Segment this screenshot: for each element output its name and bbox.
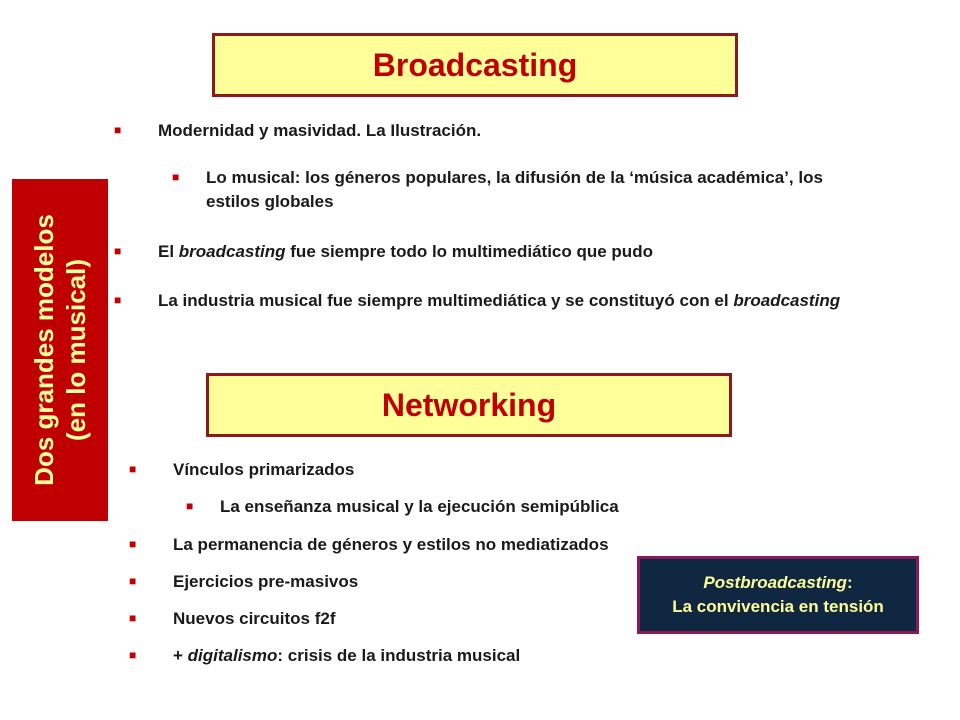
broadcasting-bullet-1: Modernidad y masividad. La Ilustración. [158,119,858,143]
square-bullet-icon [129,458,136,480]
square-bullet-icon [129,607,136,629]
broadcasting-title: Broadcasting [212,33,738,97]
square-bullet-icon [129,533,136,555]
side-label-line1: Dos grandes modelos [29,214,59,486]
square-bullet-icon [114,240,121,262]
side-label-line2: (en lo musical) [61,258,91,442]
broadcasting-title-text: Broadcasting [372,46,578,83]
side-label: Dos grandes modelos (en lo musical) [28,214,92,486]
networking-title: Networking [206,373,732,437]
square-bullet-icon [129,644,136,666]
postbroadcasting-note: Postbroadcasting: La convivencia en tens… [637,556,919,634]
networking-title-text: Networking [381,386,557,423]
networking-bullet-4: Ejercicios pre-masivos [173,570,623,594]
networking-bullet-2: La enseñanza musical y la ejecución semi… [220,495,820,519]
square-bullet-icon [172,166,179,188]
networking-bullet-3: La permanencia de géneros y estilos no m… [173,533,773,557]
square-bullet-icon [186,495,193,517]
side-label-panel [12,179,108,521]
note-line1: Postbroadcasting: [703,573,853,592]
broadcasting-bullet-4: La industria musical fue siempre multime… [158,289,858,313]
square-bullet-icon [129,570,136,592]
square-bullet-icon [114,289,121,311]
square-bullet-icon [114,119,121,141]
networking-bullet-5: Nuevos circuitos f2f [173,607,623,631]
broadcasting-bullet-2: Lo musical: los géneros populares, la di… [206,166,826,214]
note-line2: La convivencia en tensión [672,597,884,616]
broadcasting-bullet-3: El broadcasting fue siempre todo lo mult… [158,240,878,264]
networking-bullet-6: + digitalismo: crisis de la industria mu… [173,644,773,668]
networking-bullet-1: Vínculos primarizados [173,458,773,482]
